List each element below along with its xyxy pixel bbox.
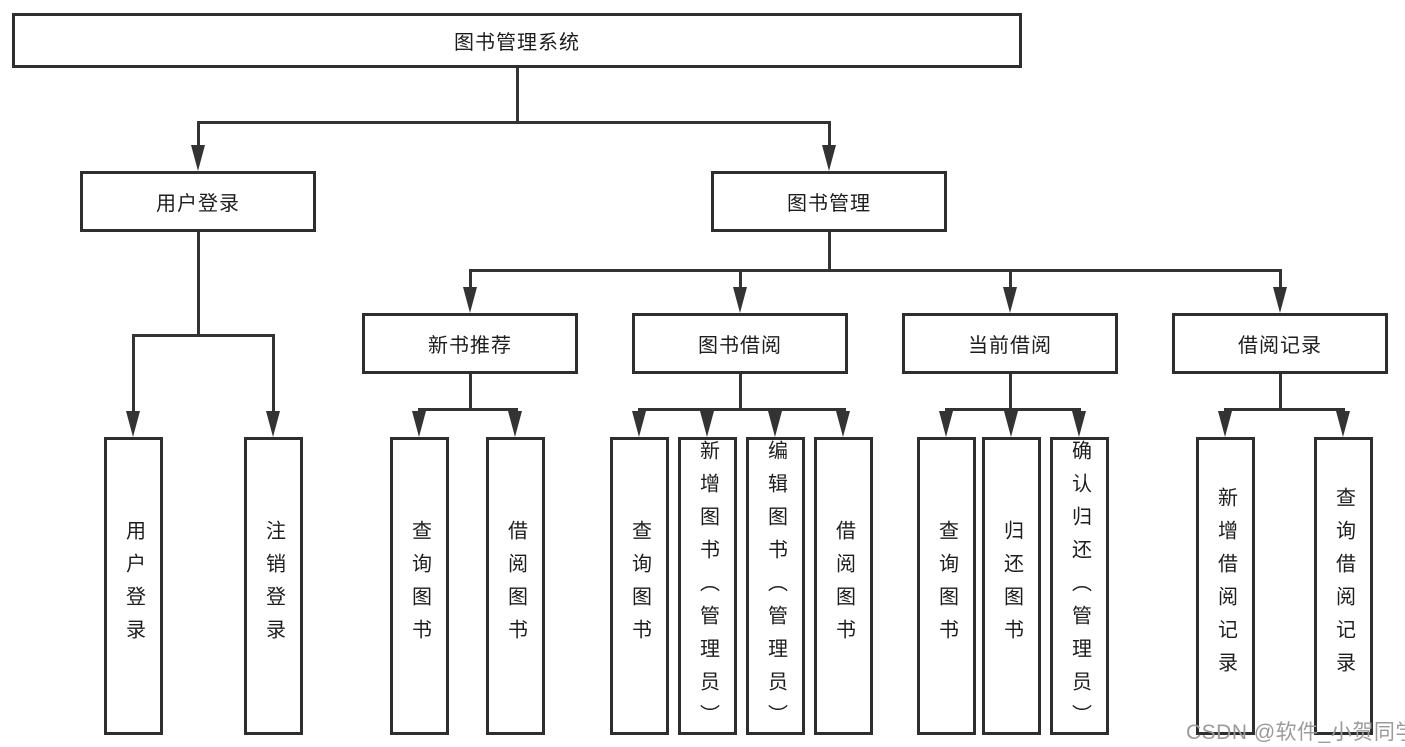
connector-records-bus [1224,408,1345,411]
leaf-query-borrow-record: 查询借阅记录 [1314,437,1373,735]
node-root-label: 图书管理系统 [454,32,580,54]
connector-new-book-stub [469,374,472,411]
node-book-borrowing: 图书借阅 [632,313,848,374]
leaf-return-books-label: 归还图书 [1000,520,1023,652]
leaf-logout-label: 注销登录 [262,520,285,652]
connector-root-stub [516,68,519,124]
leaf-borrow-books-recommend-label: 借阅图书 [504,520,527,652]
leaf-user-login-label: 用户登录 [122,520,145,652]
arrowhead-current-icon [1003,287,1017,313]
connector-book-management-bus [469,269,1282,272]
arrowhead-rb1-icon [1218,411,1232,437]
connector-drop-current [1009,269,1012,289]
arrowhead-cb3-icon [1072,411,1086,437]
leaf-query-books-current-label: 查询图书 [935,520,958,652]
node-user-login-label: 用户登录 [156,193,240,215]
arrowhead-borrowing-icon [733,287,747,313]
arrowhead-new-book-icon [463,287,477,313]
leaf-confirm-return-admin-label: 确认归还（管理员） [1068,440,1091,737]
leaf-return-books: 归还图书 [982,437,1041,735]
leaf-edit-books-admin: 编辑图书（管理员） [746,437,805,737]
node-current-borrowing: 当前借阅 [902,313,1118,374]
node-borrowing-records-label: 借阅记录 [1238,335,1322,357]
leaf-add-borrow-record: 新增借阅记录 [1196,437,1255,735]
arrowhead-bb4-icon [836,411,850,437]
leaf-query-books-recommend-label: 查询图书 [408,520,431,652]
connector-current-bus [945,408,1081,411]
connector-drop-new-book [469,269,472,289]
leaf-borrow-books-label: 借阅图书 [832,520,855,652]
arrowhead-cb2-icon [1004,411,1018,437]
connector-root-bus [197,121,831,124]
arrowhead-leaf-user-login-icon [126,411,140,437]
csdn-watermark: CSDN @软件_小贺同学 [1186,721,1405,744]
connector-borrowing-bus [638,408,846,411]
arrowhead-nb1-icon [412,411,426,437]
arrowhead-bb2-icon [700,411,714,437]
leaf-query-books-current: 查询图书 [917,437,976,735]
arrowhead-leaf-logout-icon [266,411,280,437]
leaf-logout: 注销登录 [244,437,303,735]
connector-drop-user-login [197,121,200,147]
leaf-query-books-borrow: 查询图书 [610,437,669,735]
connector-drop-leaf-user-login [132,334,135,413]
leaf-edit-books-admin-label: 编辑图书（管理员） [764,440,787,737]
connector-drop-leaf-logout [272,334,275,413]
arrowhead-records-icon [1273,287,1287,313]
node-borrowing-records: 借阅记录 [1172,313,1388,374]
node-current-borrowing-label: 当前借阅 [968,335,1052,357]
connector-new-book-bus [418,408,518,411]
leaf-borrow-books: 借阅图书 [814,437,873,735]
node-root: 图书管理系统 [12,13,1022,68]
node-new-book-recommendation: 新书推荐 [362,313,578,374]
leaf-user-login: 用户登录 [104,437,163,735]
node-new-book-recommendation-label: 新书推荐 [428,335,512,357]
connector-user-login-stub [197,232,200,337]
leaf-confirm-return-admin: 确认归还（管理员） [1050,437,1109,737]
arrowhead-nb2-icon [508,411,522,437]
arrowhead-bb1-icon [632,411,646,437]
connector-user-login-bus [132,334,275,337]
node-book-borrowing-label: 图书借阅 [698,335,782,357]
arrowhead-rb2-icon [1336,411,1350,437]
arrowhead-book-management-icon [822,145,836,171]
leaf-query-books-borrow-label: 查询图书 [628,520,651,652]
arrowhead-user-login-icon [191,145,205,171]
leaf-borrow-books-recommend: 借阅图书 [486,437,545,735]
connector-drop-records [1279,269,1282,289]
leaf-query-books-recommend: 查询图书 [390,437,449,735]
connector-borrowing-stub [739,374,742,411]
leaf-add-books-admin-label: 新增图书（管理员） [696,440,719,737]
leaf-add-books-admin: 新增图书（管理员） [678,437,737,737]
leaf-add-borrow-record-label: 新增借阅记录 [1214,487,1237,685]
node-book-management-label: 图书管理 [787,193,871,215]
arrowhead-cb1-icon [939,411,953,437]
node-book-management: 图书管理 [711,171,947,232]
connector-book-management-stub [828,232,831,272]
arrowhead-bb3-icon [768,411,782,437]
connector-records-stub [1279,374,1282,411]
connector-current-stub [1009,374,1012,411]
connector-drop-book-management [828,121,831,147]
connector-drop-borrowing [739,269,742,289]
node-user-login: 用户登录 [80,171,316,232]
leaf-query-borrow-record-label: 查询借阅记录 [1332,487,1355,685]
